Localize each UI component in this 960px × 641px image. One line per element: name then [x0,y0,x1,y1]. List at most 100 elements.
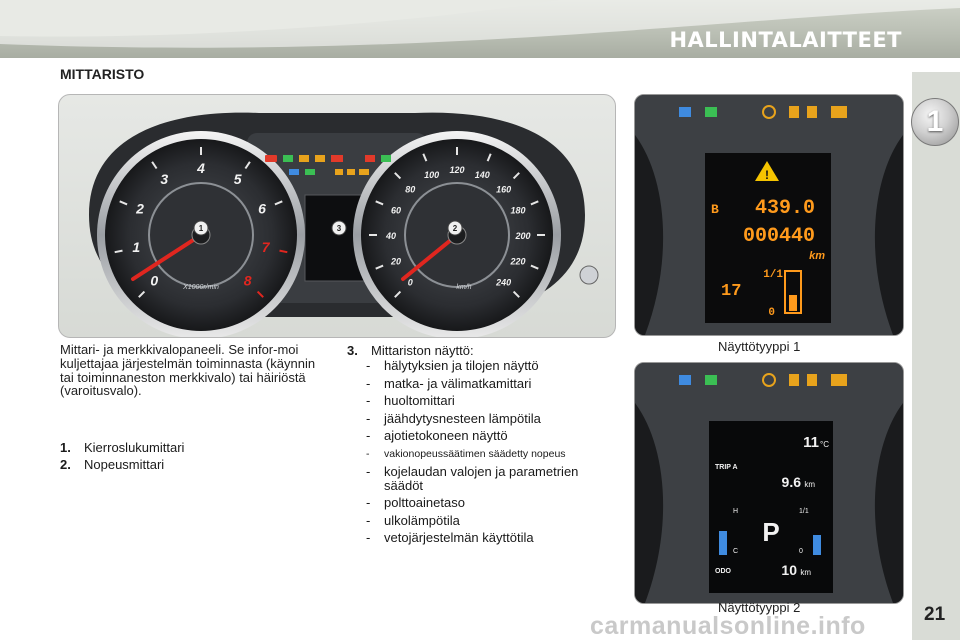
gauge-tick-label: 100 [424,170,439,180]
gauge-tick-label: 200 [514,231,530,241]
lcd2-trip-unit: km [804,480,815,489]
list-item-label: Mittariston näyttö: [371,343,474,358]
gauge-tick-label: 0 [408,278,413,288]
lcd1-temp: 17 [721,282,741,301]
gauge-tick-mark [422,153,428,162]
display-type-1-caption: Näyttötyyppi 1 [718,339,801,354]
list-item: -matka- ja välimatkamittari [366,375,532,391]
gauge-tick-mark [256,290,264,298]
trip-reset-knob[interactable] [579,265,599,285]
marker-2: 2 [453,224,458,233]
display-type-2-caption: Näyttötyyppi 2 [718,600,801,615]
lcd1-fuel-empty: 0 [768,307,775,319]
marker-1: 1 [199,224,204,233]
list-item-label: Nopeusmittari [84,457,165,472]
gauge-tick-mark [274,200,283,206]
gauge-tick-label: 0 [150,273,158,289]
gauge-tick-mark [512,290,520,298]
gauge-tick-label: 60 [391,206,401,216]
chapter-badge[interactable]: 1 [911,98,959,146]
gauge-tick-label: 7 [262,239,271,255]
lcd2-trip-value: 9.6 [782,474,802,490]
list-item-number: 1. [60,440,71,455]
lcd2-odo-label: ODO [715,568,732,575]
display-type-2-image: 11 °C TRIP A 9.6 km H C P 1/1 0 ODO 10 k… [634,362,904,604]
gauge-tick-mark [512,172,520,180]
gauge-tick-label: 20 [390,256,401,266]
gauge-tick-label: 40 [385,231,396,241]
gauge-tick-label: 6 [258,201,266,217]
gauge-tick-mark [279,249,288,254]
speedo-unit: km/h [456,284,471,291]
list-item: -ulkolämpötila [366,512,460,528]
list-item: 1. Kierroslukumittari [60,439,184,456]
gauge-tick-mark [394,290,402,298]
gauge-tick-label: 180 [510,206,525,216]
list-item: -hälytyksien ja tilojen näyttö [366,358,539,373]
list-item: -vetojärjestelmän käyttötila [366,530,534,546]
warning-lights-row [265,155,391,175]
display-functions-list: -hälytyksien ja tilojen näyttö -matka- j… [366,359,616,549]
lcd1-trip-value: 439.0 [755,197,815,220]
gauge-tick-mark [119,200,128,206]
gauge-tick-mark [530,200,539,206]
gauge-tick-mark [151,161,158,170]
page-number: 21 [924,604,946,625]
gauge-tick-mark [394,172,402,180]
list-item: -vakionopeussäätimen säädetty nopeus [366,447,566,460]
gauge-tick-label: 120 [449,165,464,175]
speedo-needle [401,233,459,281]
gauge-tick-label: 2 [135,201,144,217]
lcd2-fuel-full: 1/1 [799,508,809,515]
gauge-tick-label: 4 [196,160,205,176]
gauge-tick-label: 1 [132,239,140,255]
watermark: carmanualsonline.info [590,612,866,640]
lcd2-odo-unit: km [800,568,811,577]
list-item: -jäähdytysnesteen lämpötila [366,410,541,426]
chapter-side-tab [912,72,960,640]
lcd1-gear: 1/1 [763,269,783,281]
gauge-tick-mark [114,249,123,254]
item-3-heading: 3. Mittariston näyttö: [347,343,474,358]
gauge-tick-label: 80 [405,184,415,194]
gauge-tick-label: 240 [495,278,511,288]
display-type-2-drawing: 11 °C TRIP A 9.6 km H C P 1/1 0 ODO 10 k… [635,363,903,603]
tacho-needle [131,233,203,281]
lcd1-odo-value: 000440 [743,225,815,248]
svg-text:!: ! [765,168,769,182]
gauge-tick-label: 160 [496,184,511,194]
list-item: 2. Nopeusmittari [60,456,184,473]
lcd1-unit: km [809,250,825,262]
gauge-tick-mark [375,264,384,270]
list-item: -huoltomittari [366,393,455,409]
list-item-label: Kierroslukumittari [84,440,185,455]
speedometer-tick-labels: 0 20 40 60 80 100 120 140 160 180 200 220 240 [369,147,545,298]
gauge-tick-mark [530,264,539,270]
header-swoosh [0,0,960,48]
page-header-title: HALLINTALAITTEET [669,28,902,52]
marker-3: 3 [337,224,342,233]
lcd2-fuel-empty: 0 [799,548,803,555]
lcd2-odo-value: 10 [781,562,797,578]
list-item: -ajotietokoneen näyttö [366,428,508,444]
lcd1-trip-label: B [711,202,719,217]
lcd2-temp: 11 [803,434,819,451]
display-type-1-image: ! B 439.0 000440 km 1/1 17 0 [634,94,904,336]
tacho-unit: X1000r/min [182,284,219,291]
gauge-tick-mark [375,200,384,206]
lcd2-trip-label: TRIP A [715,464,738,471]
gauge-tick-label: 8 [244,273,252,289]
gauge-tick-label: 220 [509,256,525,266]
gauge-tick-mark [138,290,146,298]
list-item-number: 2. [60,457,71,472]
gauge-tick-label: 140 [475,170,490,180]
list-item-number: 3. [347,343,358,358]
gauge-tick-mark [486,153,492,162]
gauge-tick-mark [244,161,251,170]
lcd2-temp-unit: °C [820,440,829,449]
numbered-list: 1. Kierroslukumittari 2. Nopeusmittari [60,439,184,473]
section-title: MITTARISTO [60,66,145,82]
gauge-tick-label: 3 [160,171,168,187]
